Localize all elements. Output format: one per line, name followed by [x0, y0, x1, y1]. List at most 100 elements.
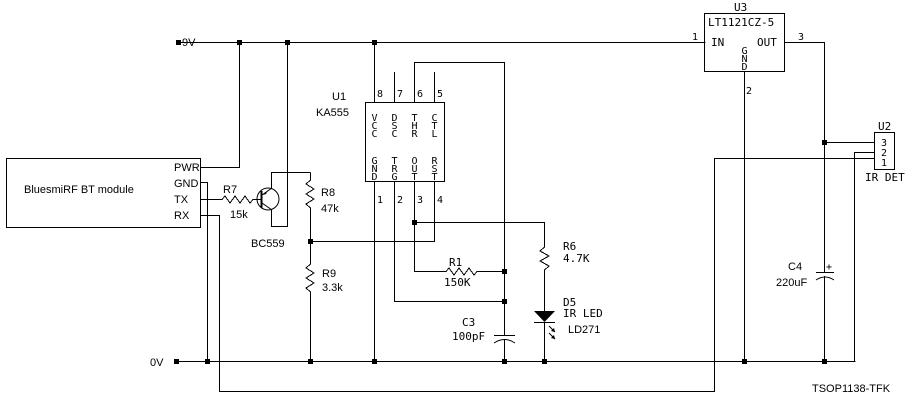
u3-pin3-num: 3	[798, 32, 804, 43]
u1-pin-name-dsc: D	[391, 113, 397, 124]
wire-pwr	[200, 42, 240, 168]
r7-ref: R7	[223, 184, 237, 196]
u1-pin-name-out: U	[411, 164, 417, 175]
bt-module-box	[6, 158, 201, 228]
u3-pin1-num: 1	[692, 32, 698, 43]
u1-body	[365, 102, 445, 182]
u1-pin-name-trg: R	[391, 164, 398, 175]
u3-pin-in: IN	[711, 36, 724, 49]
u3-pin-name-gnd: N	[741, 54, 747, 65]
u1-pin-name-vcc: C	[371, 129, 377, 140]
r8: R8 47k	[305, 172, 339, 242]
d5-ray-2-arrow	[551, 335, 555, 339]
u1-pin-name-ctl: C	[431, 113, 437, 124]
u1-pin-name-gnd: G	[371, 156, 377, 167]
u1-pin-name-out: T	[411, 172, 417, 183]
c4-polarity: +	[826, 262, 832, 273]
r7: R7 15k	[200, 184, 255, 221]
bt-module-name: BluesmiRF BT module	[24, 184, 134, 196]
wire-bt-gnd	[200, 182, 208, 362]
c4-ref: C4	[788, 261, 802, 273]
bt-pin-gnd: GND	[174, 178, 199, 190]
rail-9v: 9V	[176, 37, 706, 49]
u1-pin4-num: 4	[437, 195, 443, 206]
r9-zigzag	[305, 241, 315, 362]
r1-zigzag	[444, 267, 505, 276]
bt-module: BluesmiRF BT module PWR GND TX RX	[6, 158, 201, 228]
u1-pin1-num: 1	[377, 195, 383, 206]
u1-pin2-wire	[394, 181, 505, 302]
bt-pin-rx: RX	[174, 210, 190, 222]
u2-label: IR DET	[865, 171, 905, 184]
u3-pin-name-gnd: D	[741, 62, 747, 73]
u3-part: LT1121CZ-5	[708, 16, 774, 29]
d5-ir-led: D5 IR LED LD271	[534, 296, 603, 362]
u1-pin-name-thr: R	[411, 129, 418, 140]
bt-pin-tx: TX	[174, 194, 189, 206]
u1-pin-name-ctl: T	[431, 121, 437, 132]
r9-value: 3.3k	[322, 282, 343, 294]
u2-pin3: 3	[881, 138, 887, 149]
rail-0v: 0V	[150, 357, 856, 369]
u1-pin3-num: 3	[417, 195, 423, 206]
r8-zigzag	[305, 172, 315, 242]
u2-pin2-wire	[854, 152, 875, 362]
q1-collector	[261, 202, 273, 211]
q1-arrow	[263, 190, 268, 195]
u3-out-wire	[784, 42, 825, 362]
u1-pin-name-dsc: C	[391, 129, 397, 140]
u1-pin3-wire	[414, 181, 445, 272]
u1-pin-name-gnd: N	[371, 164, 377, 175]
r6-value: 4.7K	[563, 252, 590, 265]
u1-pin6-num: 6	[417, 89, 423, 100]
r7-value: 15k	[230, 209, 248, 221]
c3: C3 100pF	[452, 301, 520, 362]
q1-bc559: BC559	[251, 42, 311, 250]
u1-pin-name-trg: G	[391, 172, 397, 183]
q1-body	[256, 187, 280, 211]
r1-ref: R1	[449, 256, 462, 269]
u2-ir-detector: U2 3 2 1 IR DET TSOP1138-TFK	[812, 120, 905, 395]
r1: R1 150K	[444, 256, 505, 289]
c3-value: 100pF	[452, 330, 485, 343]
d5-part: LD271	[568, 324, 600, 336]
u1-pin-name-rst: R	[431, 156, 438, 167]
u3-regulator: U3 LT1121CZ-5 IN OUT GND 1 3 2	[692, 1, 825, 362]
q1-bottom-wire	[271, 42, 288, 227]
u3-pin-name-gnd: G	[741, 46, 747, 57]
u1-pin-name-vcc: V	[371, 113, 377, 124]
r9: R9 3.3k	[305, 241, 343, 362]
u1-pin2-num: 2	[397, 195, 403, 206]
u1-pin-name-thr: H	[411, 121, 417, 132]
r7-zigzag	[220, 195, 255, 204]
c3-ref: C3	[462, 316, 475, 329]
r6-zigzag	[538, 245, 551, 311]
u3-pin2-num: 2	[746, 86, 752, 97]
bt-pin-pwr: PWR	[174, 162, 200, 174]
u1-pin-name-thr: T	[411, 113, 417, 124]
u1-ref: U1	[332, 91, 346, 103]
q1-top-wire	[271, 172, 311, 188]
wire-rx	[200, 158, 856, 392]
u1-pin-name-rst: T	[431, 172, 437, 183]
label-0v: 0V	[150, 357, 164, 369]
u2-pin2: 2	[881, 148, 887, 159]
u2-part: TSOP1138-TFK	[812, 383, 891, 395]
r1-value: 150K	[444, 276, 471, 289]
u2-ref: U2	[878, 120, 891, 133]
d5-triangle	[534, 311, 555, 322]
u1-pin-name-trg: T	[391, 156, 397, 167]
u3-pin-out: OUT	[757, 36, 777, 49]
q1-part: BC559	[251, 238, 285, 250]
junction	[502, 269, 507, 274]
d5-ray-1-arrow	[551, 328, 555, 332]
u1-pin-name-out: O	[411, 156, 417, 167]
d5-ref: D5	[563, 296, 576, 309]
u1-pin-name-gnd: D	[371, 172, 377, 183]
u2-body	[874, 132, 895, 170]
c4-value: 220uF	[776, 277, 807, 289]
u1-part: KA555	[316, 107, 349, 119]
u1-pin5-num: 5	[437, 89, 443, 100]
